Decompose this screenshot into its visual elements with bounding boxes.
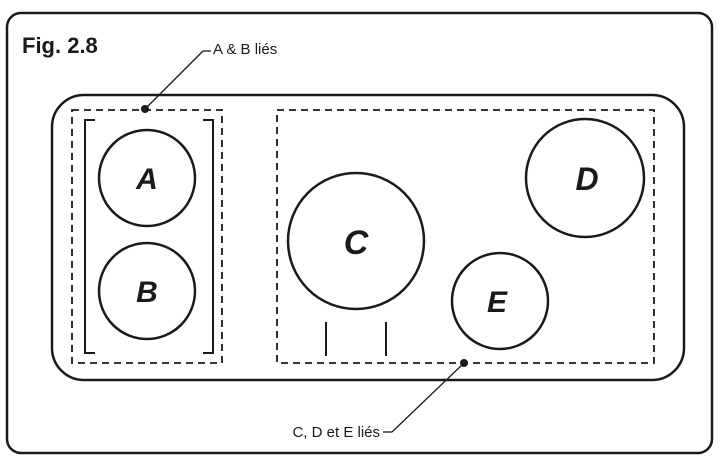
ab-bridge-bracket-right	[203, 119, 214, 354]
zone-d-circle	[524, 117, 646, 239]
ab-linked-dashed-group	[71, 109, 223, 364]
cde-callout-leader	[391, 362, 465, 433]
figure-title: Fig. 2.8	[22, 33, 98, 58]
cooktop-outline	[50, 93, 686, 382]
cde-callout-dot	[460, 359, 468, 367]
zone-e-label: E	[487, 286, 508, 319]
zone-b-label: B	[136, 276, 158, 309]
zone-e-circle	[450, 251, 550, 351]
zone-c-circle	[286, 171, 426, 311]
zone-b-circle	[97, 241, 197, 341]
zone-a-label: A	[135, 163, 158, 196]
zone-a-circle	[97, 128, 197, 228]
ab-bridge-bracket-left	[84, 119, 95, 354]
zone-c-label: C	[344, 224, 369, 262]
ab-callout-leader	[144, 50, 204, 110]
zone-d-label: D	[575, 161, 598, 197]
figure-frame	[5, 11, 714, 455]
ab-callout-text: A & B liés	[213, 41, 277, 58]
cde-callout-text: C, D et E liés	[292, 424, 380, 441]
ab-callout-dot	[141, 105, 149, 113]
